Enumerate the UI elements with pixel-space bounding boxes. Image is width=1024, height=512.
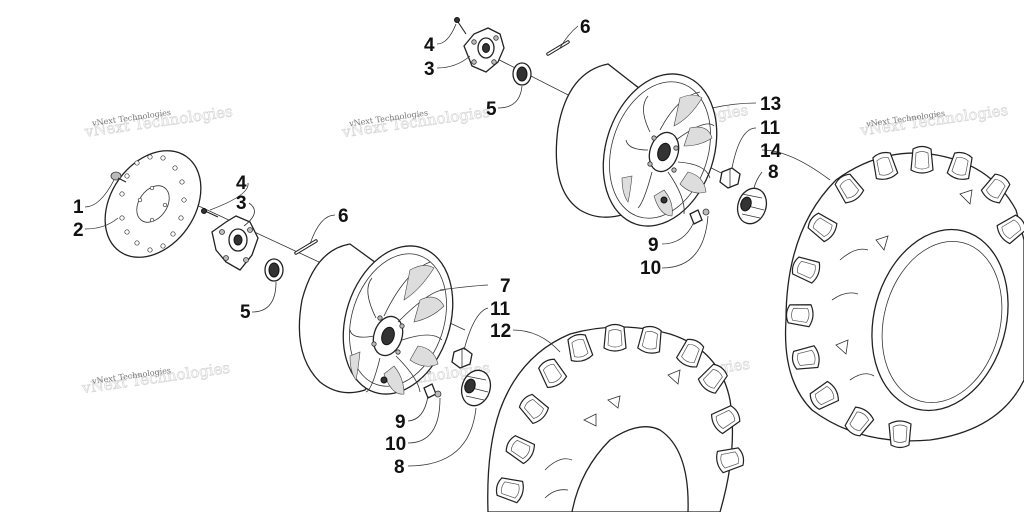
callout-numbers: 1 2 4 3 5 6 7 11 12 9 10 8 4 3 5 6 13 11… <box>73 17 782 478</box>
hub-stud <box>201 208 219 218</box>
callout-12: 12 <box>490 321 511 342</box>
wheel-hub <box>211 215 259 271</box>
callout-13: 13 <box>760 94 781 115</box>
center-cap <box>736 187 768 225</box>
brake-disc <box>104 150 202 258</box>
cotter-pin <box>546 40 570 56</box>
callout-3: 3 <box>236 193 247 214</box>
callout-10: 10 <box>640 258 661 279</box>
callout-2: 2 <box>73 220 84 241</box>
callout-5: 5 <box>486 99 497 120</box>
callout-9: 9 <box>395 412 406 433</box>
callout-5: 5 <box>240 302 251 323</box>
callout-4: 4 <box>424 35 435 56</box>
callout-4: 4 <box>236 173 247 194</box>
valve-stem <box>423 383 442 399</box>
callout-8: 8 <box>768 162 779 183</box>
wheel-hub <box>463 27 505 73</box>
left-tire <box>487 323 747 512</box>
valve-stem <box>689 208 710 225</box>
callout-11: 11 <box>490 299 511 320</box>
axle-nut <box>264 258 284 282</box>
callout-1: 1 <box>73 197 84 218</box>
right-tire <box>784 145 1024 449</box>
axle-nut <box>512 62 532 86</box>
lug-nut <box>719 167 741 189</box>
leader-lines <box>84 23 831 467</box>
lug-nut <box>451 347 473 369</box>
disc-bolt <box>110 171 127 183</box>
callout-10: 10 <box>385 434 406 455</box>
callout-3: 3 <box>424 59 435 80</box>
callout-8: 8 <box>394 457 405 478</box>
callout-6: 6 <box>338 206 349 227</box>
center-cap <box>460 369 492 407</box>
left-wheel-rim <box>298 243 454 395</box>
callout-14: 14 <box>760 141 782 162</box>
right-wheel-rim <box>555 63 718 227</box>
callout-9: 9 <box>648 235 659 256</box>
callout-7: 7 <box>500 276 511 297</box>
hub-stud <box>454 17 467 35</box>
cotter-pin <box>294 239 318 255</box>
callout-11: 11 <box>760 118 781 139</box>
callout-6: 6 <box>580 17 591 38</box>
